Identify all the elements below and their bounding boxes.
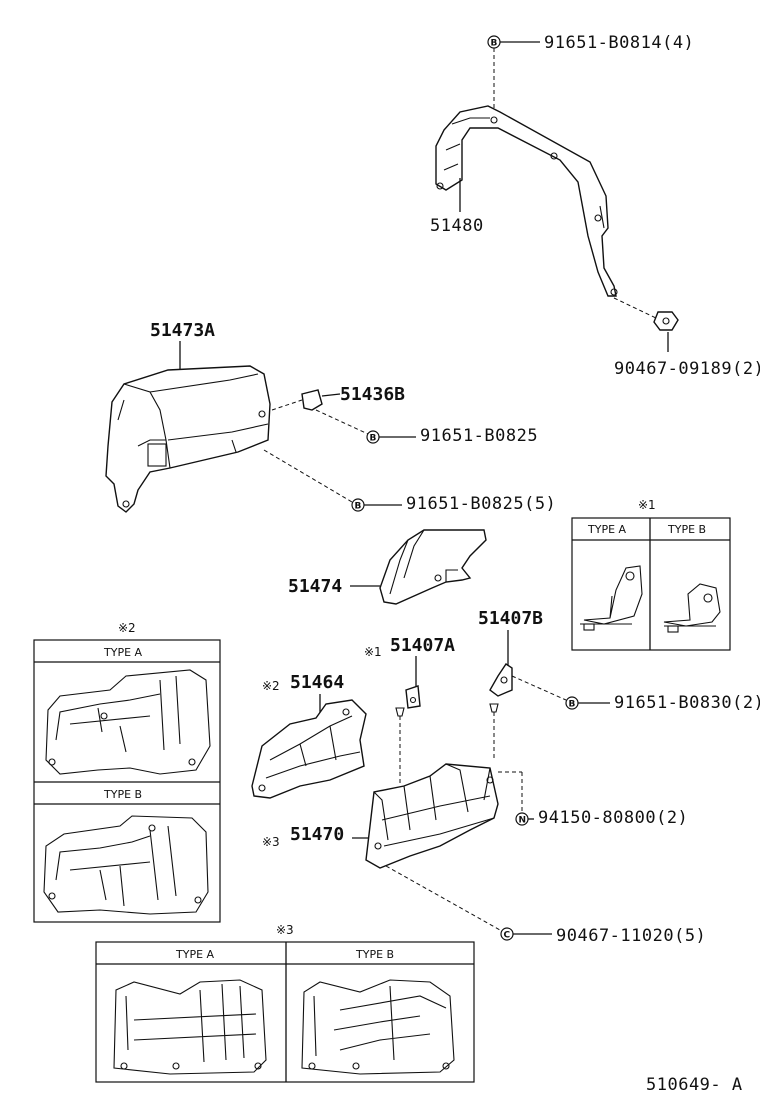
- inset-1-type-b: TYPE B: [667, 523, 706, 536]
- inset-1-note: ※1: [638, 498, 656, 512]
- inset-3-type-b: TYPE B: [355, 948, 394, 961]
- inset-1-type-a: TYPE A: [587, 523, 627, 536]
- bolt-top-group: B 91651-B0814(4): [487, 33, 694, 118]
- cover-51464-part[interactable]: [251, 699, 367, 799]
- diagram-id-label: 510649- A: [646, 1075, 743, 1095]
- part-label-51473a[interactable]: 51473A: [150, 320, 215, 341]
- part-label-51407b[interactable]: 51407B: [478, 608, 543, 629]
- svg-text:N: N: [519, 816, 527, 826]
- clip-90467-09189-icon: [653, 311, 679, 331]
- inset-3-note: ※3: [276, 923, 294, 937]
- inset-1: ※1 TYPE A TYPE B: [571, 498, 731, 651]
- part-label-51474[interactable]: 51474: [288, 576, 342, 597]
- svg-text:B: B: [569, 700, 576, 710]
- part-label-bolt-2[interactable]: 91651-B0825(5): [406, 494, 556, 514]
- svg-text:B: B: [370, 434, 377, 444]
- part-label-bolt-1[interactable]: 91651-B0825: [420, 426, 538, 446]
- mark-2-label: ※2: [262, 679, 280, 693]
- clip-right-group: 90467-09189(2): [613, 297, 760, 379]
- bolt-2-group: B 91651-B0825(5): [263, 449, 556, 514]
- inset-3-type-a: TYPE A: [175, 948, 215, 961]
- part-label-51464[interactable]: 51464: [290, 672, 344, 693]
- cover-51473a-part[interactable]: [105, 365, 271, 513]
- part-label-nut[interactable]: 94150-80800(2): [538, 808, 688, 828]
- part-label-clip-lower[interactable]: 90467-11020(5): [556, 926, 706, 946]
- part-label-51436b[interactable]: 51436B: [340, 384, 405, 405]
- inset-3: ※3 TYPE A TYPE B: [95, 923, 475, 1083]
- part-label-51480[interactable]: 51480: [430, 216, 484, 236]
- mark-3-label: ※3: [262, 835, 280, 849]
- bracket-51436b-icon[interactable]: [301, 389, 323, 411]
- bolt-3-group: B 91651-B0830(2): [511, 675, 760, 713]
- svg-text:C: C: [504, 931, 511, 941]
- bracket-51480-part[interactable]: [435, 105, 618, 297]
- bracket-51407b-part[interactable]: [489, 663, 513, 760]
- inset-2-note: ※2: [118, 621, 136, 635]
- part-label-51470[interactable]: 51470: [290, 824, 344, 845]
- part-label-bolt-top[interactable]: 91651-B0814(4): [544, 33, 694, 53]
- bolt-1-group: B 91651-B0825: [366, 426, 538, 446]
- clip-lower-group: C 90467-11020(5): [385, 865, 706, 946]
- bracket-51407a-part[interactable]: [395, 685, 421, 786]
- part-label-clip-right[interactable]: 90467-09189(2): [614, 359, 760, 379]
- svg-text:B: B: [355, 502, 362, 512]
- part-label-bolt-3[interactable]: 91651-B0830(2): [614, 693, 760, 713]
- shield-51474-part[interactable]: [379, 529, 487, 605]
- cover-51470-part[interactable]: [365, 763, 499, 869]
- inset-2-type-b: TYPE B: [103, 788, 142, 801]
- part-label-51407a[interactable]: 51407A: [390, 635, 455, 656]
- bracket-51436b-group: 51436B: [271, 384, 405, 435]
- bolt-marker-b-letter: B: [491, 39, 498, 49]
- mark-1-label: ※1: [364, 645, 382, 659]
- nut-group: N 94150-80800(2): [498, 771, 688, 828]
- inset-2: ※2 TYPE A TYPE B: [33, 621, 221, 923]
- inset-2-type-a: TYPE A: [103, 646, 143, 659]
